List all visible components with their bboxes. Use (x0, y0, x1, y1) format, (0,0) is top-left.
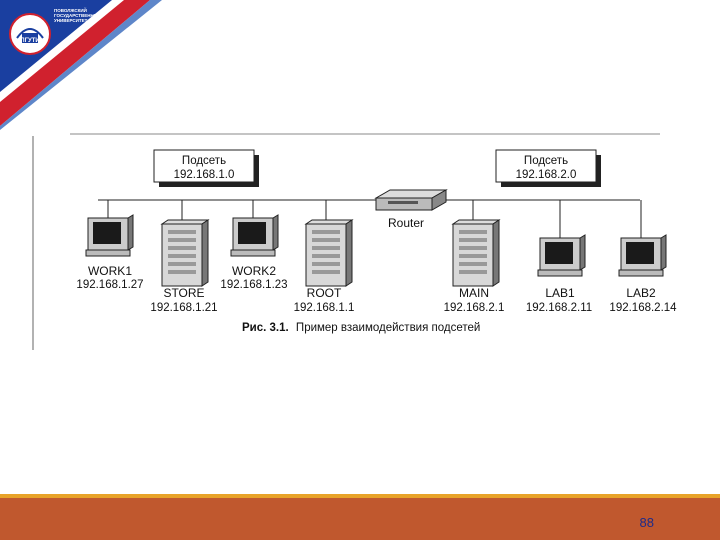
host-ip: 192.168.1.21 (150, 302, 217, 314)
router-icon (376, 190, 446, 210)
host-name: WORK1 (88, 264, 132, 278)
server-icon (306, 220, 352, 286)
host-ip: 192.168.1.27 (76, 279, 143, 291)
workstation-icon (231, 215, 278, 256)
workstation-icon (619, 235, 666, 276)
router-label: Router (388, 216, 424, 230)
server-icon (162, 220, 208, 286)
host-name: STORE (163, 286, 204, 300)
page-number: 88 (640, 515, 654, 530)
host-name: ROOT (307, 286, 342, 300)
subnet-box-1: Подсеть 192.168.1.0 (154, 150, 259, 187)
host-ip: 192.168.2.1 (444, 302, 505, 314)
workstation-icon (538, 235, 585, 276)
hosts-layer: WORK1192.168.1.27STORE192.168.1.21WORK21… (76, 200, 677, 314)
host-ip: 192.168.1.23 (220, 279, 287, 291)
host-name: LAB2 (626, 286, 656, 300)
host-node: ROOT 192.168.1.1 (294, 200, 355, 314)
subnet-label: Подсеть (524, 155, 568, 167)
subnet-address: 192.168.1.0 (174, 169, 235, 181)
host-node: MAIN 192.168.2.1 (444, 200, 505, 314)
footer-bar: 88 (0, 498, 720, 540)
figure-caption-prefix: Рис. 3.1. (242, 322, 289, 334)
host-ip: 192.168.1.1 (294, 302, 355, 314)
host-ip: 192.168.2.11 (526, 302, 592, 314)
host-ip: 192.168.2.14 (609, 302, 677, 314)
figure-caption-text: Пример взаимодействия подсетей (296, 322, 480, 334)
host-node: LAB1 192.168.2.11 (526, 200, 592, 314)
host-node: STORE 192.168.1.21 (150, 200, 217, 314)
host-node: LAB2 192.168.2.14 (609, 200, 677, 314)
host-name: LAB1 (545, 286, 575, 300)
subnet-address: 192.168.2.0 (516, 169, 577, 181)
subnet-box-2: Подсеть 192.168.2.0 (496, 150, 601, 187)
host-name: MAIN (459, 286, 489, 300)
workstation-icon (86, 215, 133, 256)
subnet-label: Подсеть (182, 155, 226, 167)
figure-caption: Рис. 3.1. Пример взаимодействия подсетей (242, 322, 480, 334)
server-icon (453, 220, 499, 286)
host-name: WORK2 (232, 264, 276, 278)
